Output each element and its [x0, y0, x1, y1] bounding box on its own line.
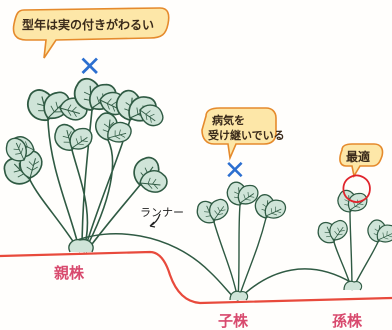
parent-plant-label: 親株 — [54, 264, 85, 282]
child-plant — [191, 179, 290, 301]
parent-cross-icon: ✕ — [78, 50, 102, 83]
runner-arrow — [149, 213, 161, 228]
child-plant-label: 子株 — [218, 312, 249, 330]
ground-line — [0, 250, 392, 305]
grandchild-circle-icon: ◯ — [341, 170, 373, 203]
child-bubble-text-line2: 受け継いでいる — [208, 129, 285, 142]
parent-bubble — [12, 7, 170, 59]
child-bubble — [201, 107, 277, 161]
runner-label: ランナー — [140, 206, 184, 219]
child-bubble-text-line1: 病気を — [212, 114, 245, 127]
child-cross-icon: ✕ — [224, 156, 246, 186]
parent-plant — [0, 74, 170, 253]
grandchild-plant-label: 孫株 — [332, 312, 363, 330]
grandchild-bubble-text: 最適 — [346, 150, 371, 164]
parent-bubble-text: 型年は実の付きがわるい — [22, 18, 155, 32]
grandchild-bubble — [339, 143, 384, 179]
grandchild-plant — [313, 187, 392, 291]
runner-line — [71, 233, 353, 301]
